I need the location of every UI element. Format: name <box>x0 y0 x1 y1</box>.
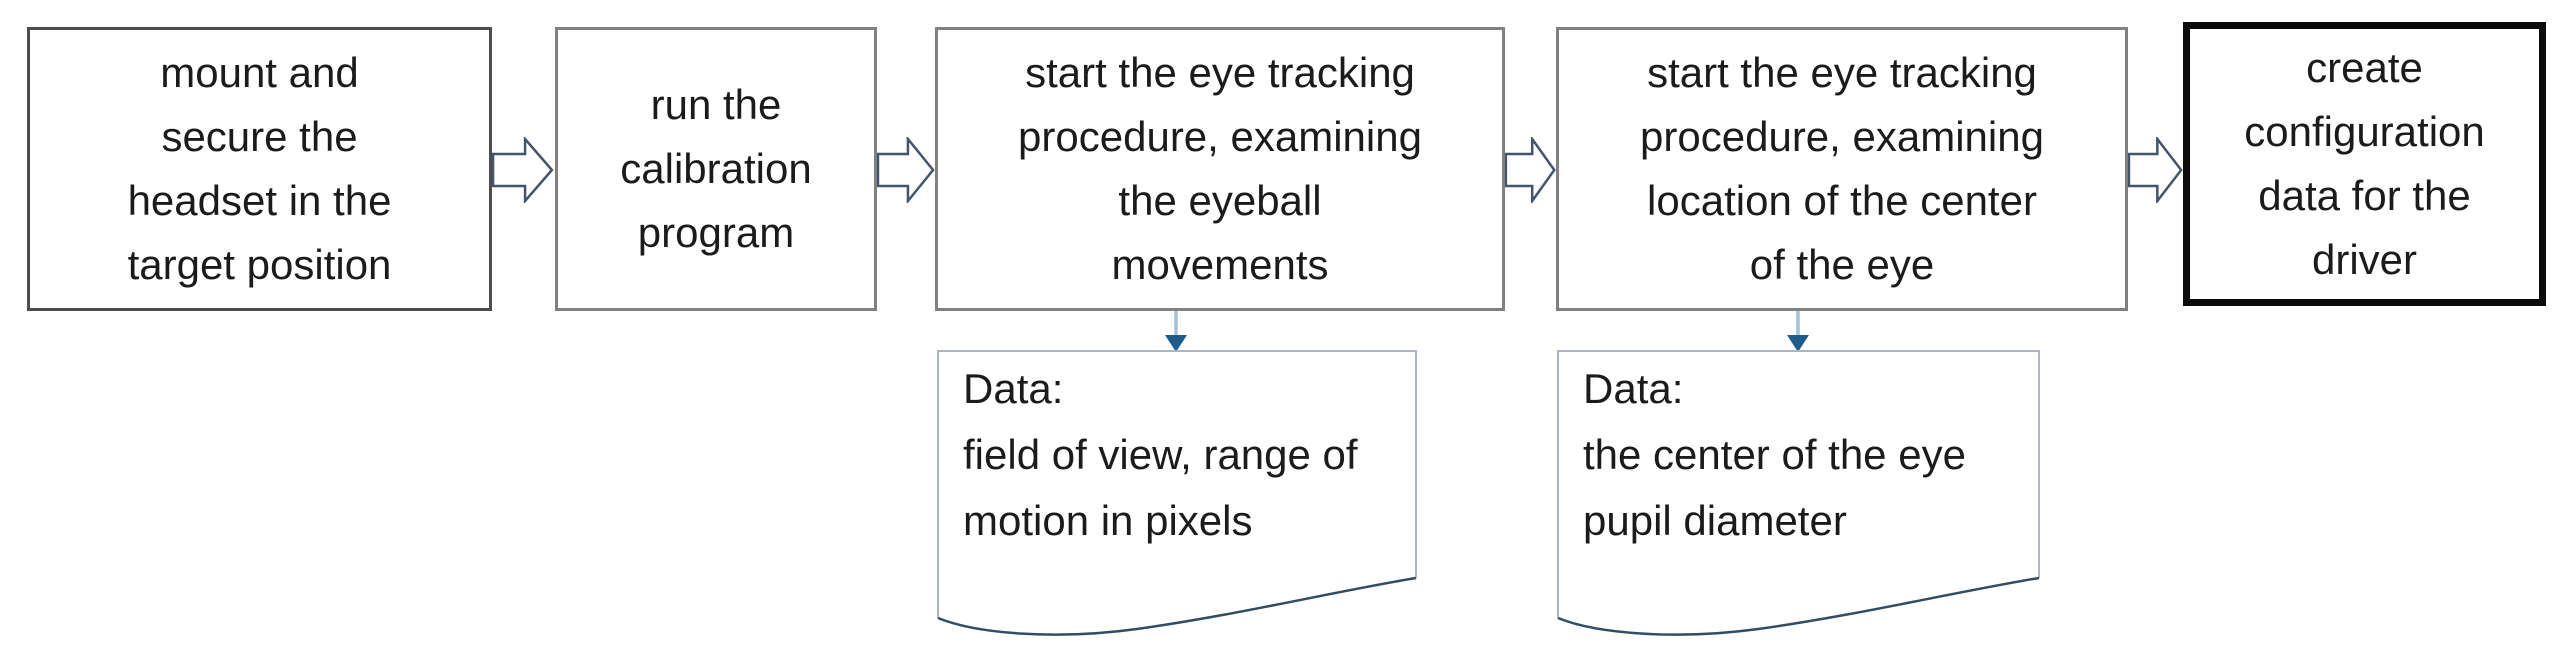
step-run-calibration: run the calibration program <box>555 27 877 311</box>
flow-arrow-icon <box>2128 137 2183 203</box>
step-run-calibration-label: run the calibration program <box>620 81 812 256</box>
down-connector-arrow-icon <box>1787 311 1809 352</box>
step-create-configuration-data: create configuration data for the driver <box>2183 22 2546 306</box>
down-connector-arrow-icon <box>1165 311 1187 352</box>
step-mount-headset-label: mount and secure the headset in the targ… <box>127 49 392 288</box>
flow-arrow-icon <box>1505 137 1556 203</box>
document-field-of-view-data-label: Data: field of view, range of motion in … <box>963 365 1358 544</box>
step-mount-headset: mount and secure the headset in the targ… <box>27 27 492 311</box>
flow-arrow-icon <box>877 137 935 203</box>
document-pupil-data-label: Data: the center of the eye pupil diamet… <box>1583 365 1966 544</box>
document-shape-icon <box>937 350 1417 642</box>
document-field-of-view-data: Data: field of view, range of motion in … <box>937 350 1417 642</box>
document-shape-icon <box>1557 350 2040 642</box>
step-eye-tracking-eyeball-movements-label: start the eye tracking procedure, examin… <box>1018 49 1422 288</box>
step-create-configuration-data-label: create configuration data for the driver <box>2244 44 2485 283</box>
flow-arrow-icon <box>492 137 554 203</box>
document-pupil-data: Data: the center of the eye pupil diamet… <box>1557 350 2040 642</box>
step-eye-tracking-eye-center: start the eye tracking procedure, examin… <box>1556 27 2128 311</box>
step-eye-tracking-eye-center-label: start the eye tracking procedure, examin… <box>1640 49 2044 288</box>
step-eye-tracking-eyeball-movements: start the eye tracking procedure, examin… <box>935 27 1505 311</box>
